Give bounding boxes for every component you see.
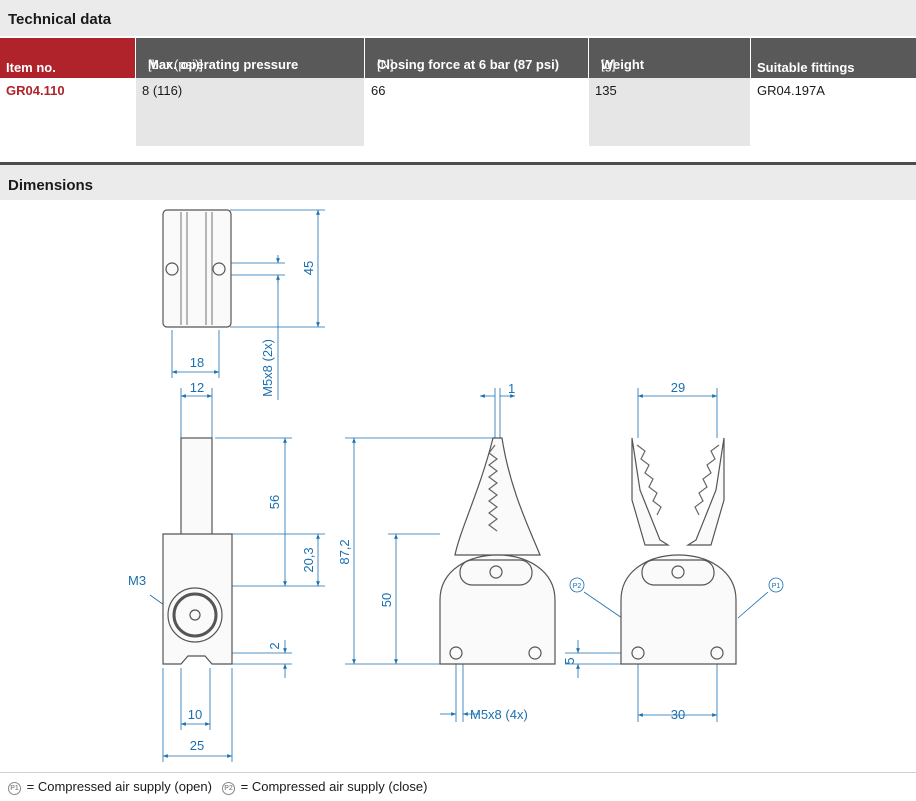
dim-45: 45 — [301, 261, 316, 275]
dim-20-3: 20,3 — [301, 547, 316, 572]
header-closing-force: Closing force at 6 bar (87 psi) — [377, 57, 560, 72]
legend-p2-text: = Compressed air supply (close) — [240, 779, 428, 794]
column-suitable-fittings: Suitable fittings GR04.197A — [751, 38, 916, 146]
column-max-pressure: Max. operating pressure [bar (psi)] 8 (1… — [136, 38, 364, 146]
dim-12: 12 — [190, 380, 204, 395]
p1-badge-icon: P1 — [8, 782, 21, 795]
dimensions-header: Dimensions — [0, 162, 916, 200]
unit-closing-force: [N] — [377, 57, 394, 72]
legend-p1: P1 = Compressed air supply (open) — [8, 779, 212, 795]
dim-56: 56 — [267, 495, 282, 509]
value-suitable-fittings: GR04.197A — [757, 83, 825, 98]
dim-1: 1 — [508, 381, 515, 396]
port-markers: P2 P1 — [569, 577, 784, 593]
column-item-no: Item no. GR04.110 — [0, 38, 135, 146]
dim-18: 18 — [190, 355, 204, 370]
header-weight: Weight — [601, 57, 645, 72]
dim-10: 10 — [188, 707, 202, 722]
technical-data-table: Item no. GR04.110 Max. operating pressur… — [0, 38, 916, 146]
dimensions-title: Dimensions — [8, 177, 94, 194]
dim-87-2: 87,2 — [337, 539, 352, 564]
dim-30: 30 — [671, 707, 685, 722]
technical-data-header: Technical data — [0, 0, 916, 36]
dimension-labels: 45 18 M5x8 (2x) 12 56 20,3 M3 2 10 25 1 … — [128, 261, 685, 753]
dim-5: 5 — [562, 657, 577, 664]
value-weight: 135 — [595, 83, 617, 98]
port-p1-label: P1 — [772, 583, 781, 590]
port-p2-label: P2 — [573, 583, 582, 590]
value-max-pressure: 8 (116) — [142, 83, 183, 98]
dimension-drawing: 45 18 M5x8 (2x) 12 56 20,3 M3 2 10 25 1 … — [128, 209, 784, 762]
column-closing-force: Closing force at 6 bar (87 psi) [N] 66 — [365, 38, 588, 146]
column-weight: Weight [g] 135 — [589, 38, 750, 146]
unit-max-pressure: [bar (psi)] — [148, 57, 203, 72]
header-item-no: Item no. — [6, 60, 56, 75]
dimension-lines — [149, 209, 769, 762]
unit-weight: [g] — [601, 57, 616, 72]
technical-data-title: Technical data — [8, 11, 112, 28]
dim-25: 25 — [190, 738, 204, 753]
value-closing-force: 66 — [371, 83, 386, 98]
p2-badge-icon: P2 — [222, 782, 235, 795]
dim-29: 29 — [671, 380, 685, 395]
header-suitable-fittings: Suitable fittings — [757, 60, 855, 75]
dim-50: 50 — [379, 593, 394, 607]
dim-m3: M3 — [128, 573, 146, 588]
dim-m5x8-2x: M5x8 (2x) — [260, 339, 275, 397]
legend: P1 = Compressed air supply (open) P2 = C… — [0, 772, 916, 801]
value-item-no: GR04.110 — [6, 83, 65, 98]
dim-m5x8-4x: M5x8 (4x) — [470, 707, 528, 722]
dim-2: 2 — [267, 642, 282, 649]
legend-p1-text: = Compressed air supply (open) — [26, 779, 212, 794]
part-outlines — [162, 209, 737, 665]
legend-p2: P2 = Compressed air supply (close) — [222, 779, 427, 795]
header-max-pressure: Max. operating pressure — [148, 57, 299, 72]
